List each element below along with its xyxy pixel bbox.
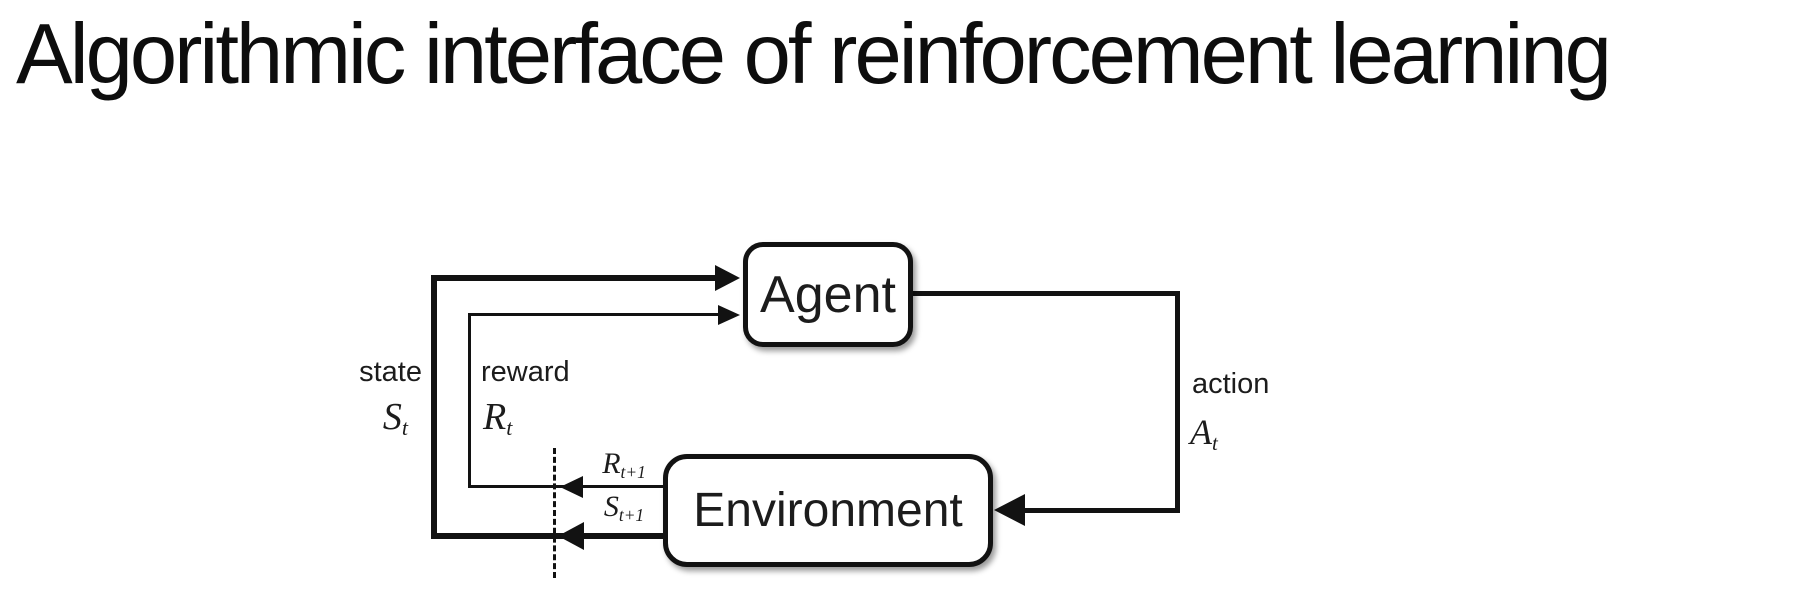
slide-title: Algorithmic interface of reinforcement l… [16,7,1612,102]
next-state-symbol: St+1 [583,490,665,525]
action-line-vertical [1175,291,1180,513]
reward-symbol-base: R [483,396,507,438]
environment-node: Environment [663,454,993,567]
action-line-top-horizontal [912,291,1180,296]
next-reward-symbol: Rt+1 [583,447,665,482]
action-symbol-subscript: t [1212,430,1218,455]
state-label: state [359,356,422,388]
next-state-symbol-subscript: t+1 [618,504,645,525]
next-reward-symbol-subscript: t+1 [620,461,646,482]
state-symbol-subscript: t [401,415,408,441]
state-line-vertical [431,275,437,539]
state-line-bottom-horizontal [431,533,663,539]
reward-symbol: Rt [483,396,512,439]
reward-label: reward [481,356,570,388]
arrowhead-next-reward-left-icon [560,476,583,498]
arrowhead-state-into-agent-icon [715,265,740,291]
state-symbol-base: S [382,396,402,438]
action-symbol: At [1190,412,1218,453]
next-reward-symbol-base: R [602,447,621,480]
agent-node-label: Agent [760,265,896,324]
reward-line-top-horizontal [468,313,720,316]
arrowhead-reward-into-agent-icon [718,305,740,325]
next-state-symbol-base: S [603,490,619,523]
reward-symbol-subscript: t [506,415,513,441]
action-symbol-base: A [1190,412,1212,452]
action-label: action [1192,368,1270,400]
arrowhead-next-state-left-icon [558,522,584,550]
state-symbol: St [336,396,408,439]
timestep-boundary-dashed-line [553,448,556,578]
environment-node-label: Environment [693,484,963,537]
action-line-bottom-horizontal [1020,508,1178,513]
agent-node: Agent [743,242,913,347]
state-line-top-horizontal [431,275,719,281]
arrowhead-action-into-environment-icon [994,494,1025,526]
reward-line-vertical [468,313,471,488]
